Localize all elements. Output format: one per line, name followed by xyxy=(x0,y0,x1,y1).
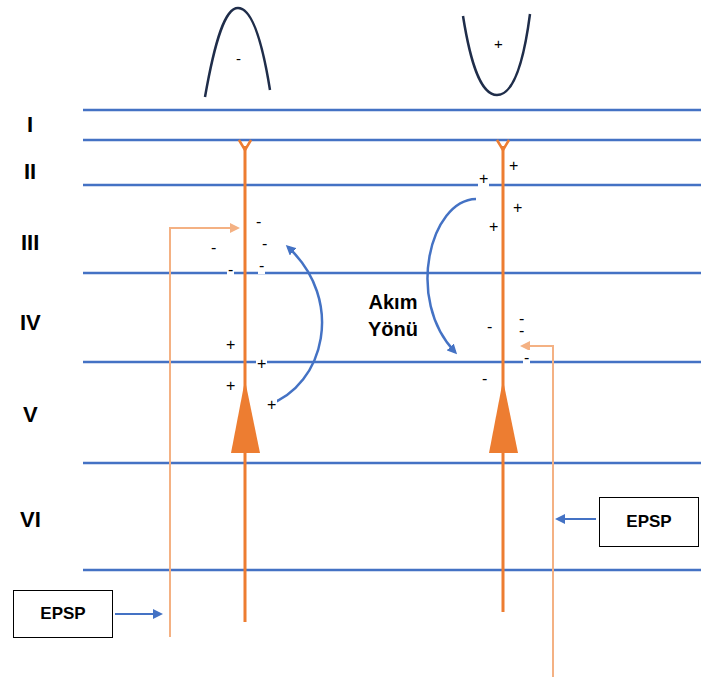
box-text: EPSP xyxy=(626,512,671,532)
pointer-arrow xyxy=(115,613,160,615)
layer-label: V xyxy=(23,404,38,426)
afferent-fiber xyxy=(170,228,238,637)
charge-sign: - xyxy=(486,319,493,335)
charge-sign: - xyxy=(255,214,262,230)
charge-sign: + xyxy=(478,171,489,187)
charge-sign: - xyxy=(481,371,488,387)
positive-wave xyxy=(463,14,530,95)
charge-sign: + xyxy=(512,200,523,216)
layer-label: IV xyxy=(20,312,41,334)
charge-sign: - xyxy=(210,240,217,256)
epsp-box: EPSP xyxy=(13,590,113,638)
charge-sign: - xyxy=(518,323,525,339)
charge-sign: - xyxy=(236,51,241,66)
epsp-box: EPSP xyxy=(599,497,699,547)
charge-sign: - xyxy=(523,350,530,366)
current-arrow xyxy=(268,247,322,405)
charge-sign: - xyxy=(227,262,234,278)
layer-label: I xyxy=(27,114,33,136)
charge-sign: - xyxy=(261,236,268,252)
current-label: Akım Yönü xyxy=(358,289,428,343)
layer-label: III xyxy=(21,232,39,254)
charge-sign: + xyxy=(508,158,519,174)
layer-label: II xyxy=(24,161,36,183)
charge-sign: + xyxy=(225,337,236,353)
layer-label: VI xyxy=(20,509,41,531)
charge-sign: + xyxy=(225,378,236,394)
charge-sign: - xyxy=(258,258,265,274)
charge-sign: + xyxy=(256,356,267,372)
charge-sign: + xyxy=(494,36,503,51)
charge-sign: + xyxy=(488,219,499,235)
pointer-arrow xyxy=(558,518,596,520)
box-text: EPSP xyxy=(40,604,85,624)
negative-wave xyxy=(205,8,270,97)
afferent-fiber xyxy=(522,346,553,677)
current-arrow xyxy=(428,199,476,352)
charge-sign: + xyxy=(266,397,277,413)
layer-lines xyxy=(83,110,701,570)
